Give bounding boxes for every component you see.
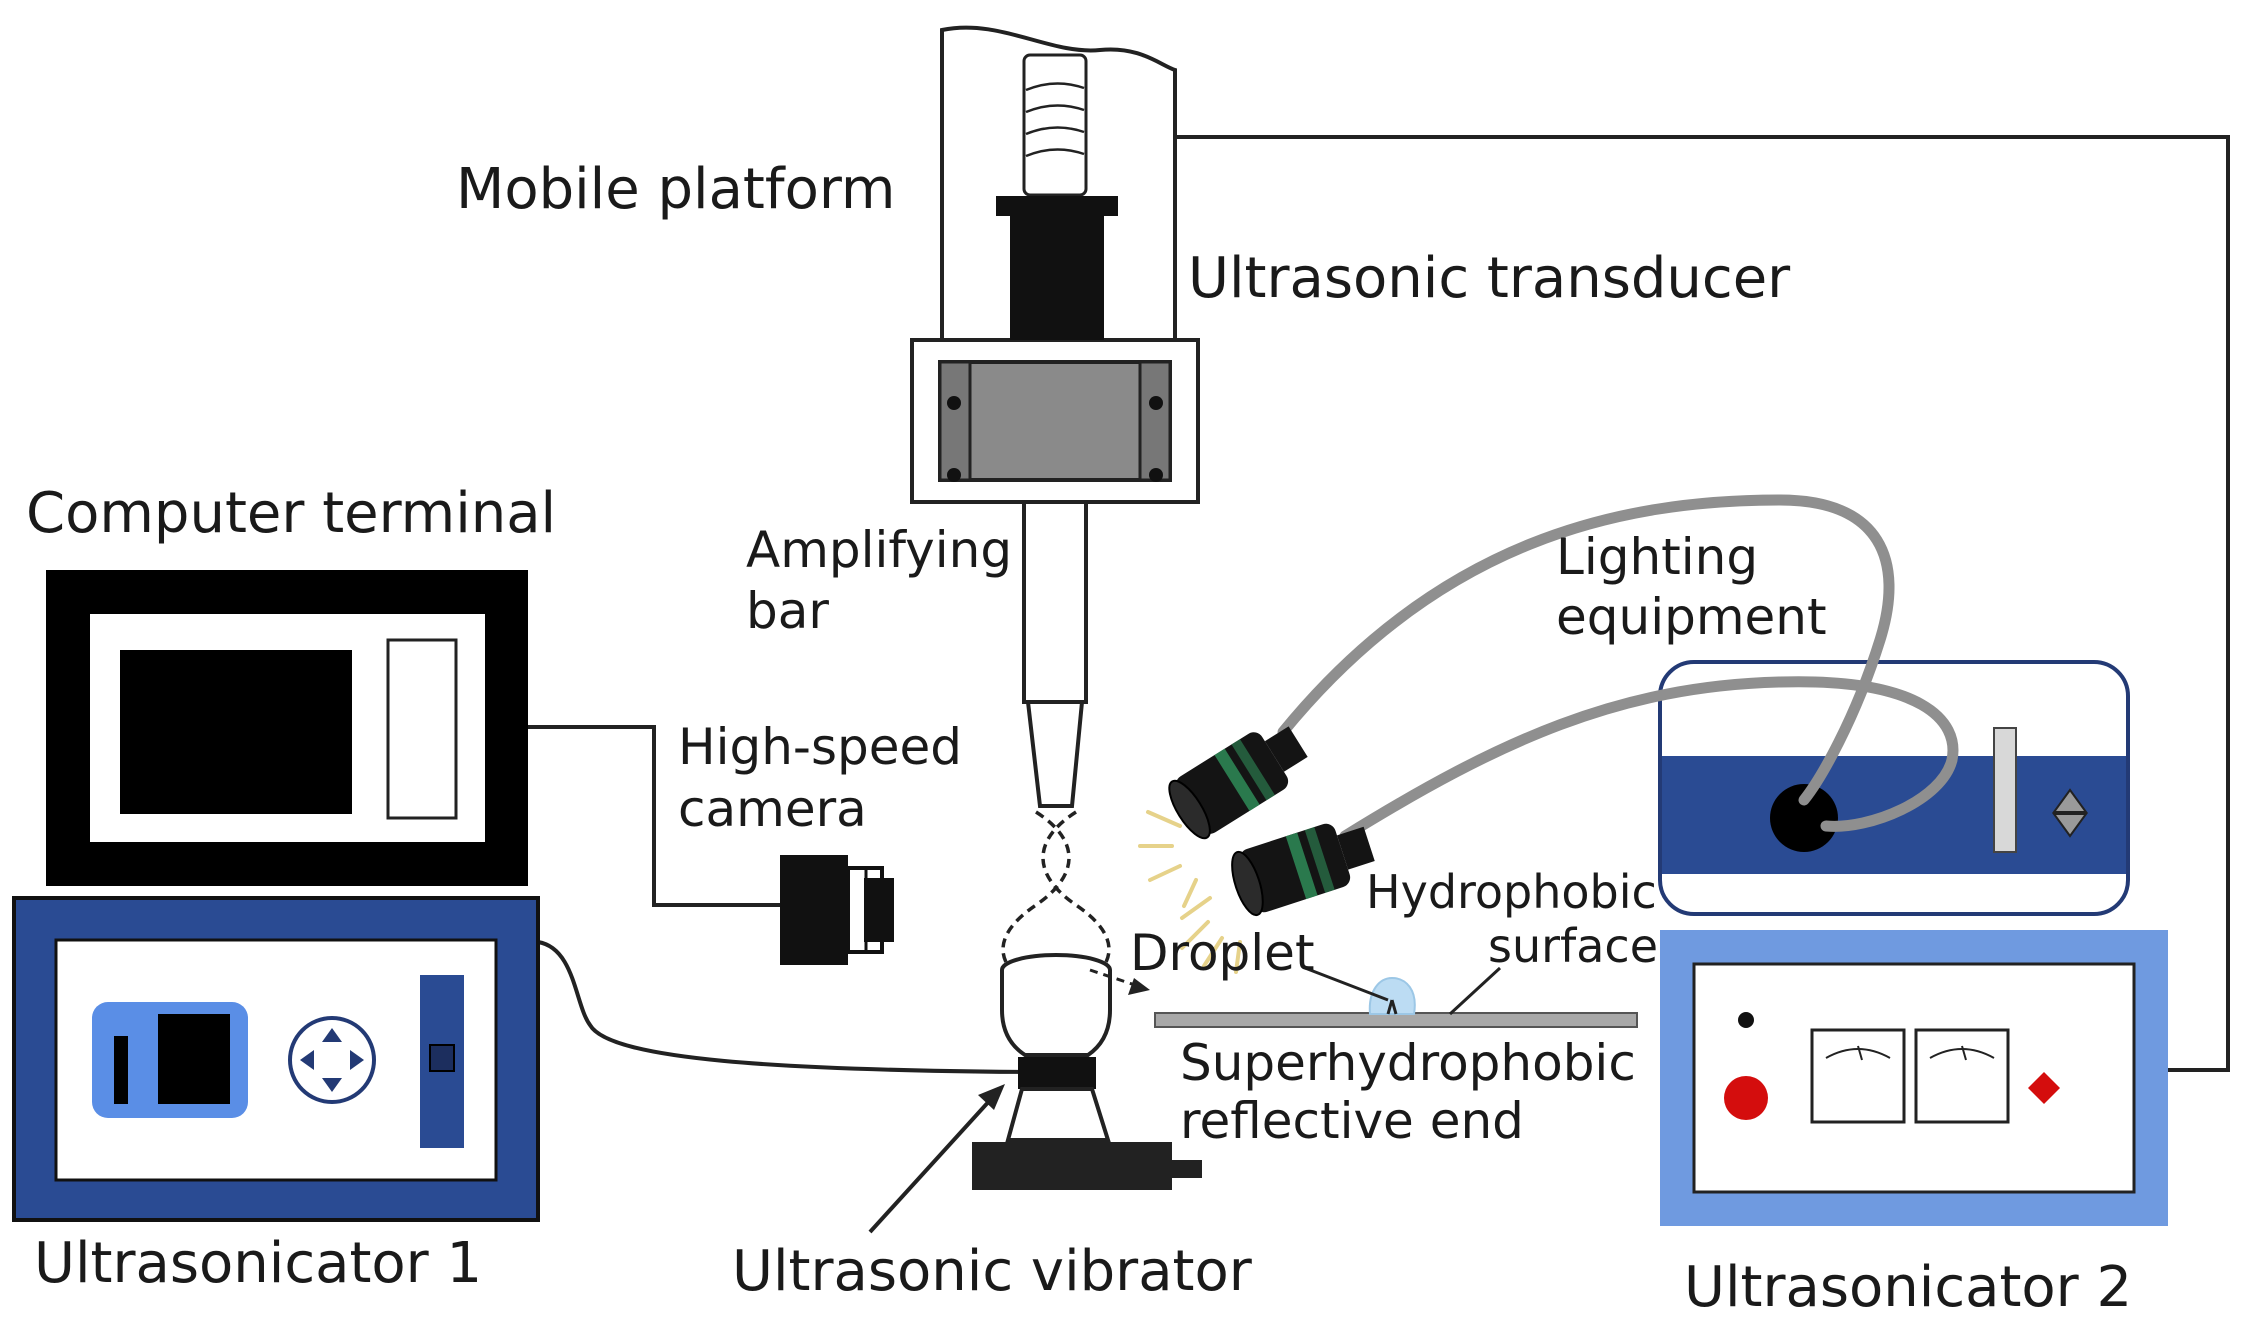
label-ultrasonicator-1: Ultrasonicator 1: [34, 1231, 482, 1296]
direction-pad-icon: [288, 1016, 376, 1104]
label-superhydrophobic-line1: Superhydrophobic: [1180, 1034, 1636, 1092]
ultrasonicator-1: [12, 896, 540, 1222]
label-computer-terminal: Computer terminal: [26, 481, 556, 546]
label-lighting-line2: equipment: [1556, 588, 1827, 646]
fiber-cable-lower: [1339, 676, 1959, 842]
lighting-slider: [1993, 727, 2017, 853]
camera-cable: [528, 725, 780, 907]
lighting-equipment: [1138, 494, 2130, 974]
indicator-dot: [1738, 1012, 1754, 1028]
lead-screw: [1022, 53, 1088, 197]
ultrasonic-vibrator: [972, 953, 1202, 1190]
ultrasonic-transducer: [996, 196, 1118, 340]
screw-icon: [1149, 468, 1163, 482]
reflective-end: [1154, 966, 1638, 1028]
label-hydrophobic-line2: surface: [1488, 919, 1658, 973]
screw-icon: [947, 396, 961, 410]
amplifying-bar: [1022, 500, 1088, 808]
labels: Mobile platform Ultrasonic transducer Co…: [26, 157, 2132, 1320]
dashed-arrow: [1089, 968, 1150, 995]
label-camera-line1: High-speed: [678, 718, 962, 776]
vibrator-cable: [537, 940, 1026, 1074]
label-amplifying-line2: bar: [746, 582, 829, 640]
mobile-platform: [910, 25, 1200, 504]
label-ultrasonic-vibrator: Ultrasonic vibrator: [732, 1239, 1253, 1304]
label-mobile-platform: Mobile platform: [456, 157, 895, 222]
diamond-button-icon: [2028, 1072, 2060, 1104]
label-hydrophobic-line1: Hydrophobic: [1366, 865, 1657, 919]
computer-screen: [120, 650, 352, 814]
computer-terminal: [46, 570, 528, 886]
screw-icon: [947, 468, 961, 482]
ultrasonicator-2: [1660, 930, 2168, 1226]
cable-port: [1770, 784, 1838, 852]
meter-gauge-icon: [1914, 1028, 2010, 1124]
lamp-icon: [1231, 823, 1375, 917]
label-lighting-line1: Lighting: [1556, 528, 1758, 586]
label-camera-line2: camera: [678, 780, 867, 838]
label-ultrasonic-transducer: Ultrasonic transducer: [1188, 246, 1791, 311]
label-ultrasonicator-2: Ultrasonicator 2: [1684, 1255, 2132, 1320]
clamp-plate: [938, 360, 1172, 482]
label-amplifying-line1: Amplifying: [746, 521, 1012, 579]
slider-knob: [429, 1044, 455, 1072]
power-button-icon: [1724, 1076, 1768, 1120]
fiber-cable-upper: [1277, 494, 1895, 806]
computer-drive: [386, 638, 458, 820]
vibrator-arrow: [868, 1084, 1005, 1234]
light-glow: [1138, 810, 1242, 974]
high-speed-camera: [780, 855, 894, 965]
label-droplet: Droplet: [1130, 924, 1315, 982]
screw-icon: [1149, 396, 1163, 410]
label-superhydrophobic-line2: reflective end: [1180, 1092, 1524, 1150]
lamp-icon: [1168, 726, 1308, 840]
meter-gauge-icon: [1810, 1028, 1906, 1124]
up-down-icon: [2052, 788, 2088, 838]
